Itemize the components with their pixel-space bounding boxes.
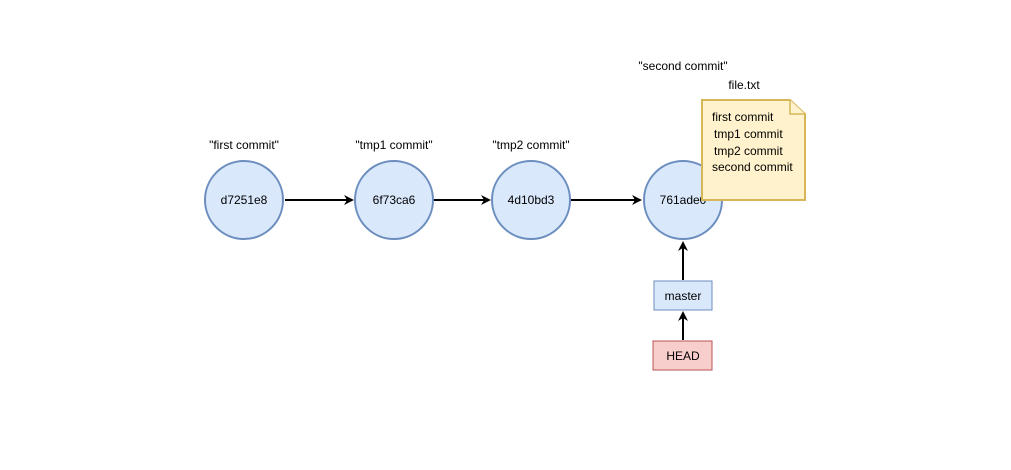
commit-hash: d7251e8 (221, 193, 268, 207)
branch-label: master (665, 289, 702, 303)
commit-circle (354, 160, 434, 240)
file-note-title: file.txt (728, 78, 760, 92)
commit-message-label: "second commit" (638, 59, 727, 73)
commit-circle (204, 160, 284, 240)
commit-node-1[interactable]: d7251e8 (204, 160, 284, 240)
file-note-line: second commit (712, 160, 793, 174)
file-note[interactable]: first commit tmp1 commit tmp2 commit sec… (701, 99, 806, 201)
commit-message-label: "first commit" (209, 138, 279, 152)
head-ref[interactable]: HEAD (652, 340, 713, 371)
head-label: HEAD (666, 349, 700, 363)
commit-hash: 4d10bd3 (508, 193, 555, 207)
commit-hash: 761ade0 (660, 193, 707, 207)
branch-box (653, 280, 713, 311)
commit-node-2[interactable]: 6f73ca6 (354, 160, 434, 240)
commit-hash: 6f73ca6 (373, 193, 416, 207)
commit-circle (491, 160, 571, 240)
file-note-line: tmp1 commit (714, 127, 783, 141)
note-body (701, 99, 806, 201)
commit-node-3[interactable]: 4d10bd3 (491, 160, 571, 240)
note-fold-corner (789, 100, 805, 115)
commit-message-label: "tmp2 commit" (492, 138, 569, 152)
commit-message-label: "tmp1 commit" (355, 138, 432, 152)
file-note-line: tmp2 commit (714, 144, 783, 158)
head-box (652, 340, 713, 371)
file-note-line: first commit (712, 110, 774, 124)
branch-ref-master[interactable]: master (653, 280, 713, 311)
